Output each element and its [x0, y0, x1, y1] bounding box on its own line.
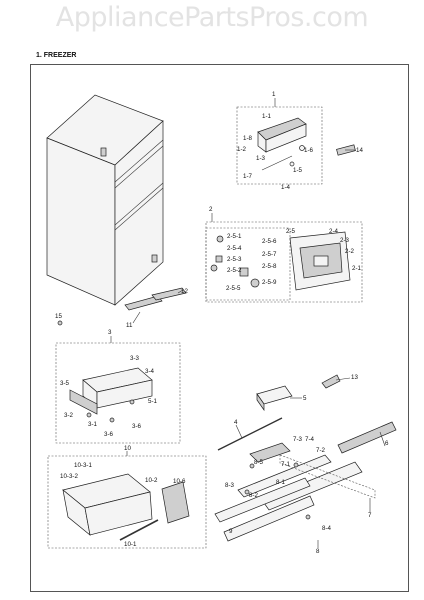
callout-8: 8: [316, 548, 320, 555]
callout-3-2: 3-2: [64, 412, 74, 419]
callout-2-5-4: 2-5-4: [227, 245, 242, 252]
callout-9: 9: [229, 528, 233, 535]
callout-11: 11: [126, 322, 133, 329]
callout-2-5-7: 2-5-7: [262, 251, 277, 258]
watermark: AppliancePartsPros.com: [55, 2, 369, 33]
callout-2-5-1: 2-5-1: [227, 233, 242, 240]
callout-2-5: 2-5: [286, 228, 296, 235]
callout-10: 10: [124, 445, 131, 452]
callout-14: 14: [356, 147, 363, 154]
callout-3-3: 3-3: [130, 355, 140, 362]
group-1-outline: [236, 106, 323, 185]
callout-10-2: 10-2: [145, 477, 158, 484]
part-5-housing: [256, 385, 293, 412]
callout-3-5: 3-5: [60, 380, 70, 387]
diagram-frame: [30, 64, 409, 592]
freezer-basket-10: [62, 473, 190, 541]
group-10-outline: [47, 455, 207, 549]
callout-2-1: 2-1: [352, 265, 362, 272]
callout-3-4: 3-4: [145, 368, 155, 375]
callout-2-5-9: 2-5-9: [262, 279, 277, 286]
callout-3: 3: [108, 329, 112, 336]
freezer-drawer-3: [69, 367, 153, 423]
part-15-screw: [57, 320, 63, 326]
callout-2-5-6: 2-5-6: [262, 238, 277, 245]
callout-7-3: 7-3: [293, 436, 303, 443]
callout-2-2: 2-2: [345, 248, 355, 255]
rails-11-12: [124, 287, 187, 311]
callout-15: 15: [55, 313, 62, 320]
callout-1-8: 1-8: [243, 135, 253, 142]
callout-5-1: 5-1: [148, 398, 158, 405]
group-2-outline: [205, 221, 363, 303]
callout-2-4: 2-4: [329, 228, 339, 235]
rail-assembly-7-8: [214, 421, 397, 542]
damper-assembly: [257, 117, 307, 171]
callout-1-7: 1-7: [243, 173, 253, 180]
callout-3-6-b: 3-6: [132, 423, 142, 430]
fan-duct-assembly: [210, 231, 351, 291]
callout-1-5: 1-5: [293, 167, 303, 174]
callout-13: 13: [351, 374, 358, 381]
callout-3-1: 3-1: [88, 421, 98, 428]
callout-8-5: 8-5: [254, 459, 264, 466]
section-title: 1. FREEZER: [36, 52, 77, 59]
callout-7: 7: [368, 512, 372, 519]
callout-6: 6: [385, 440, 389, 447]
refrigerator-cabinet: [46, 94, 164, 306]
callout-8-2: 8-2: [249, 492, 259, 499]
callout-8-1: 8-1: [276, 479, 286, 486]
callout-4: 4: [234, 419, 238, 426]
callout-2-5-5: 2-5-5: [226, 285, 241, 292]
group-3-outline: [55, 342, 181, 444]
group-7-outline: [279, 454, 376, 499]
callout-1-1: 1-1: [262, 113, 272, 120]
callout-2-3: 2-3: [340, 237, 350, 244]
callout-1-4: 1-4: [281, 184, 291, 191]
part-4-rod: [217, 417, 283, 451]
callout-2-5-2: 2-5-2: [227, 267, 242, 274]
callout-3-6-a: 3-6: [104, 431, 114, 438]
callout-10-3-2: 10-3-2: [60, 473, 78, 480]
callout-8-4: 8-4: [322, 525, 332, 532]
callout-2-5-8: 2-5-8: [262, 263, 277, 270]
callout-10-6: 10-6: [173, 478, 186, 485]
callout-10-3-1: 10-3-1: [74, 462, 92, 469]
callout-labels: 1 1-1 1-8 1-2 1-3 1-6 1-5 1-7 1-4 14 2 2…: [55, 91, 389, 555]
callout-2: 2: [209, 206, 213, 213]
callout-8-3: 8-3: [225, 482, 235, 489]
callout-7-2: 7-2: [316, 447, 326, 454]
callout-7-4: 7-4: [305, 436, 315, 443]
group-2-5-outline: [205, 227, 291, 301]
callout-1-3: 1-3: [256, 155, 266, 162]
callout-1-2: 1-2: [237, 146, 247, 153]
part-13-bracket: [321, 374, 341, 389]
callout-12: 12: [181, 288, 188, 295]
callout-5: 5: [303, 395, 307, 402]
callout-1: 1: [272, 91, 276, 98]
callout-7-1: 7-1: [281, 461, 291, 468]
callout-2-5-3: 2-5-3: [227, 256, 242, 263]
callout-1-6: 1-6: [304, 147, 314, 154]
callout-10-1: 10-1: [124, 541, 137, 548]
leader-lines: [110, 98, 386, 548]
